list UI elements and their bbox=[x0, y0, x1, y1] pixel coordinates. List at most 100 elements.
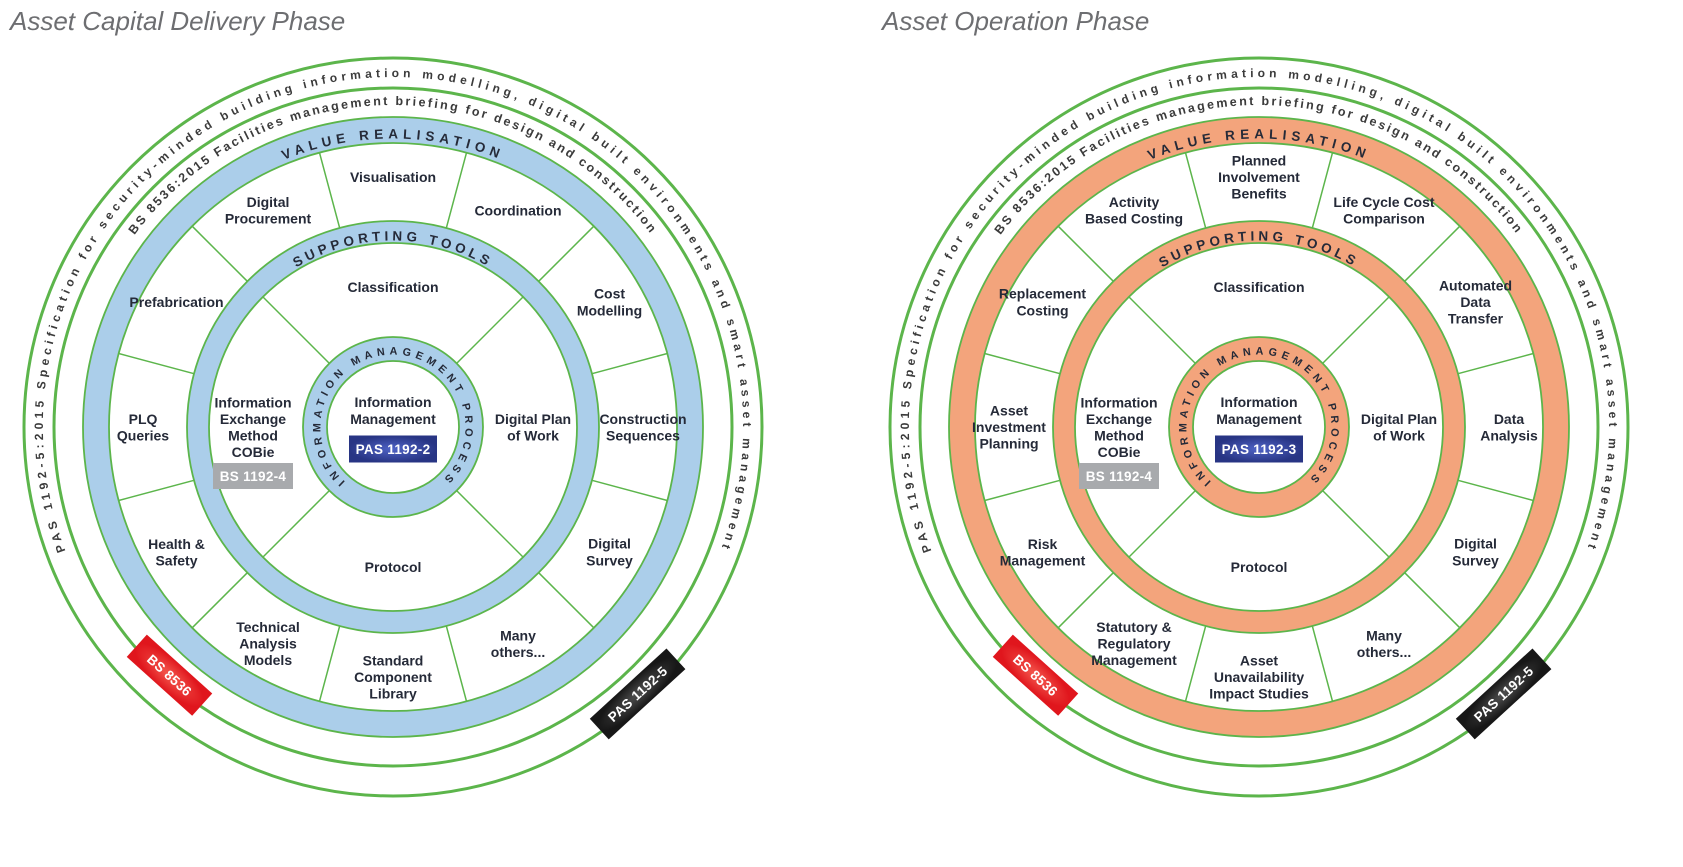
outer-segment-divider bbox=[1311, 152, 1334, 229]
outer-segment-divider bbox=[318, 152, 341, 229]
outer-segment-divider bbox=[1184, 625, 1207, 702]
outer-segment-divider bbox=[538, 225, 595, 282]
inner-segment-divider bbox=[262, 296, 330, 364]
inner-segment-divider bbox=[1128, 490, 1196, 558]
supporting-tools-band bbox=[187, 221, 599, 633]
outer-segment-divider bbox=[1057, 225, 1114, 282]
inner-segment-divider bbox=[456, 296, 524, 364]
information-management-process-band bbox=[1169, 337, 1349, 517]
badge-pas-1192-3: PAS 1192-3 bbox=[1215, 435, 1303, 463]
svg-text:PAS 1192-5: PAS 1192-5 bbox=[1471, 663, 1536, 725]
inner-segment-divider bbox=[1128, 296, 1196, 364]
briefing-standards-circle bbox=[52, 86, 734, 768]
outer-segment-label: Coordination bbox=[474, 203, 561, 219]
outer-segment-divider bbox=[191, 572, 248, 629]
outer-segment-divider bbox=[118, 479, 195, 502]
value-realisation-band bbox=[83, 117, 703, 737]
svg-text:PAS 1192-3: PAS 1192-3 bbox=[1222, 442, 1297, 457]
badge-bs-1192-4: BS 1192-4 bbox=[213, 463, 293, 489]
tools-band-outer-edge bbox=[186, 220, 600, 634]
outer-segment-divider bbox=[445, 152, 468, 229]
inner-segment-divider bbox=[456, 490, 524, 558]
svg-text:BS 1192-4: BS 1192-4 bbox=[1086, 469, 1153, 484]
svg-text:PAS 1192-5: PAS 1192-5 bbox=[605, 663, 670, 725]
tools-band-inner-edge bbox=[1074, 242, 1444, 612]
outer-segment-divider bbox=[1457, 479, 1534, 502]
badge-pas-1192-2: PAS 1192-2 bbox=[349, 435, 437, 463]
inner-segment-divider bbox=[1322, 296, 1390, 364]
outer-segment-label: Visualisation bbox=[350, 169, 436, 185]
inner-segment-label: Protocol bbox=[1231, 559, 1288, 575]
outer-segment-divider bbox=[591, 479, 668, 502]
outer-segment-divider bbox=[538, 572, 595, 629]
inner-segment-label: Classification bbox=[1213, 279, 1304, 295]
asset-capital-delivery-phase-wheel: PAS 1192-5:2015 Specification for securi… bbox=[22, 56, 764, 798]
outer-segment-divider bbox=[191, 225, 248, 282]
value-band-outer-edge bbox=[82, 116, 704, 738]
outer-standards-circle bbox=[22, 56, 764, 798]
value-realisation-band bbox=[949, 117, 1569, 737]
outer-segment-divider bbox=[1404, 225, 1461, 282]
outer-standards-circle bbox=[888, 56, 1630, 798]
value-band-inner-edge bbox=[108, 142, 678, 712]
information-management-process-band bbox=[303, 337, 483, 517]
inner-segment-label: Classification bbox=[347, 279, 438, 295]
tools-band-inner-edge bbox=[208, 242, 578, 612]
outer-segment-divider bbox=[591, 352, 668, 375]
inner-segment-label: Protocol bbox=[365, 559, 422, 575]
imp-band-outer-edge bbox=[1168, 336, 1350, 518]
value-band-outer-edge bbox=[948, 116, 1570, 738]
outer-segment-divider bbox=[318, 625, 341, 702]
outer-segment-divider bbox=[1404, 572, 1461, 629]
outer-segment-divider bbox=[984, 479, 1061, 502]
badge-bs-1192-4: BS 1192-4 bbox=[1079, 463, 1159, 489]
tools-band-outer-edge bbox=[1052, 220, 1466, 634]
asset-operation-phase-title: Asset Operation Phase bbox=[882, 6, 1150, 36]
value-band-inner-edge bbox=[974, 142, 1544, 712]
outer-segment-label: Health &Safety bbox=[148, 536, 205, 569]
inner-segment-divider bbox=[1322, 490, 1390, 558]
outer-segment-label: Prefabrication bbox=[129, 294, 223, 310]
outer-segment-divider bbox=[1311, 625, 1334, 702]
outer-segment-divider bbox=[118, 352, 195, 375]
imp-band-inner-edge bbox=[326, 360, 460, 494]
svg-text:BS 1192-4: BS 1192-4 bbox=[220, 469, 287, 484]
asset-capital-delivery-phase-title: Asset Capital Delivery Phase bbox=[10, 6, 346, 36]
supporting-tools-band bbox=[1053, 221, 1465, 633]
svg-text:PAS 1192-2: PAS 1192-2 bbox=[356, 442, 431, 457]
outer-segment-divider bbox=[1057, 572, 1114, 629]
outer-segment-divider bbox=[1184, 152, 1207, 229]
outer-segment-divider bbox=[1457, 352, 1534, 375]
outer-segment-divider bbox=[984, 352, 1061, 375]
imp-band-inner-edge bbox=[1192, 360, 1326, 494]
outer-segment-divider bbox=[445, 625, 468, 702]
inner-segment-divider bbox=[262, 490, 330, 558]
